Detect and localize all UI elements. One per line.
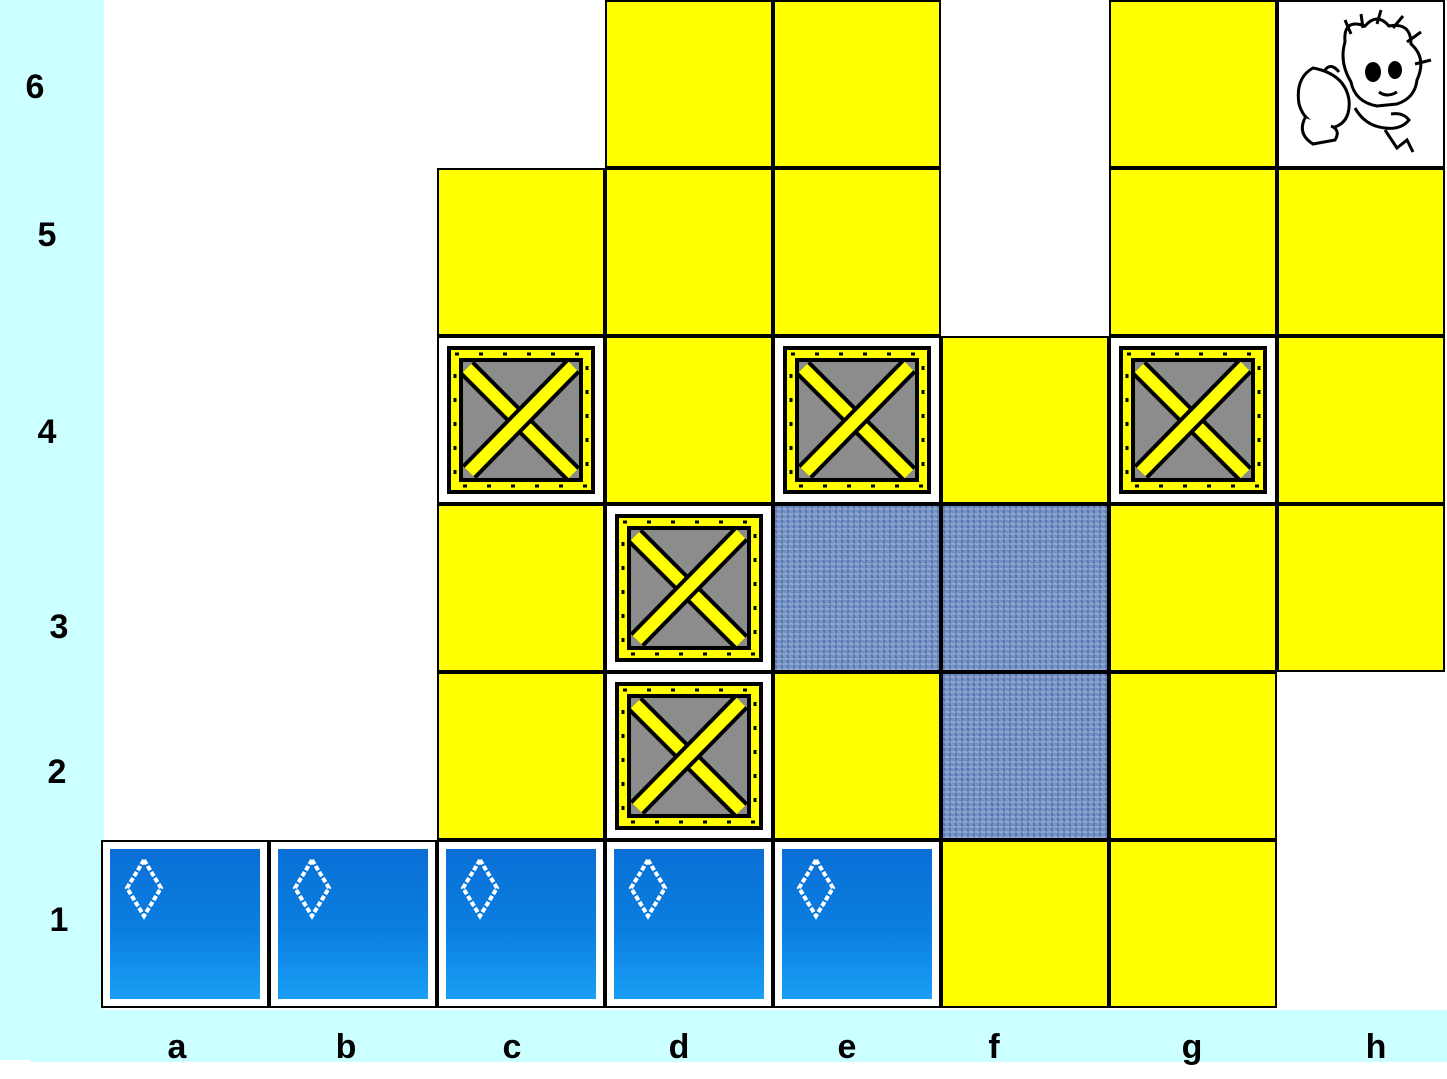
floor-cell-e2: [773, 672, 941, 840]
floor-cell-e6: [773, 0, 941, 168]
floor-cell-f1: [941, 840, 1109, 1008]
file-coordinate-strip: [30, 1010, 1447, 1062]
floor-cell-g5: [1109, 168, 1277, 336]
floor-cell-e5: [773, 168, 941, 336]
floor-cell-f4: [941, 336, 1109, 504]
rank-label-5: 5: [17, 218, 77, 252]
floor-cell-h3: [1277, 504, 1445, 672]
floor-cell-g6: [1109, 0, 1277, 168]
rank-label-2: 2: [27, 755, 87, 789]
rank-label-6: 6: [5, 70, 65, 104]
floor-cell-c2: [437, 672, 605, 840]
floor-cell-h5: [1277, 168, 1445, 336]
rank-label-1: 1: [29, 903, 89, 937]
target-cell-b1[interactable]: [269, 840, 437, 1008]
floor-cell-d6: [605, 0, 773, 168]
file-label-e: e: [817, 1030, 877, 1064]
file-label-g: g: [1162, 1030, 1222, 1064]
floor-cell-d5: [605, 168, 773, 336]
file-label-d: d: [649, 1030, 709, 1064]
floor-cell-c3: [437, 504, 605, 672]
crate-cell-c4[interactable]: [437, 336, 605, 504]
file-label-f: f: [964, 1030, 1024, 1064]
floor-cell-c5: [437, 168, 605, 336]
rank-label-3: 3: [29, 610, 89, 644]
stone-wall-texture-f2: [941, 672, 1109, 840]
crate-cell-e4[interactable]: [773, 336, 941, 504]
file-label-b: b: [316, 1030, 376, 1064]
stone-wall-texture-f3: [941, 504, 1109, 672]
target-cell-c1[interactable]: [437, 840, 605, 1008]
floor-cell-h4: [1277, 336, 1445, 504]
floor-cell-g2: [1109, 672, 1277, 840]
file-label-a: a: [147, 1030, 207, 1064]
target-cell-e1[interactable]: [773, 840, 941, 1008]
player-cell-h6[interactable]: [1277, 0, 1445, 168]
crate-cell-g4[interactable]: [1109, 336, 1277, 504]
floor-cell-g3: [1109, 504, 1277, 672]
target-cell-a1[interactable]: [101, 840, 269, 1008]
file-label-c: c: [482, 1030, 542, 1064]
target-cell-d1[interactable]: [605, 840, 773, 1008]
stone-wall-texture-e3: [773, 504, 941, 672]
floor-cell-g1: [1109, 840, 1277, 1008]
rank-label-4: 4: [17, 415, 77, 449]
floor-cell-d4: [605, 336, 773, 504]
crate-cell-d2[interactable]: [605, 672, 773, 840]
crate-cell-d3[interactable]: [605, 504, 773, 672]
file-label-h: h: [1346, 1030, 1406, 1064]
